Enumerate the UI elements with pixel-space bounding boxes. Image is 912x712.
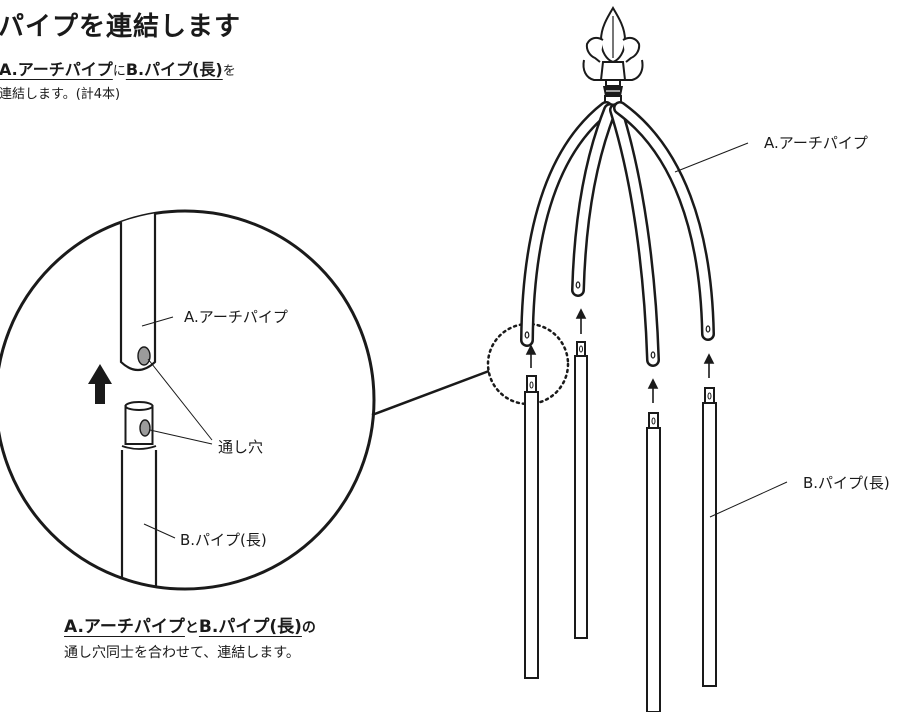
up-arrow-icon xyxy=(88,364,112,404)
detail-magnifier: A.アーチパイプ 通し穴 B.パイプ(長) xyxy=(0,209,376,591)
caption-particle-to: と xyxy=(184,620,199,636)
arch-pipe-holes xyxy=(524,281,711,359)
long-pipe-4 xyxy=(702,387,717,687)
detail-label-arch-pipe: A.アーチパイプ xyxy=(184,308,288,326)
long-pipe-3 xyxy=(646,412,661,712)
main-label-arch-pipe: A.アーチパイプ xyxy=(764,134,868,152)
detail-leader-arch-pipe xyxy=(141,316,174,327)
detail-leader-hole-b xyxy=(149,429,213,445)
arch-pipes xyxy=(520,101,715,367)
detail-arch-pipe xyxy=(119,211,157,372)
detail-caption: A.アーチパイプとB.パイプ(長)の 通し穴同士を合わせて、連結します。 xyxy=(64,614,316,665)
long-pipes xyxy=(524,341,717,712)
intro-line-1: A.アーチパイプにB.パイプ(長)を xyxy=(0,58,236,84)
intro-term-arch-pipe: A.アーチパイプ xyxy=(0,60,113,79)
caption-particle-no: の xyxy=(301,620,316,636)
long-pipe-2 xyxy=(574,341,588,639)
caption-line-1: A.アーチパイプとB.パイプ(長)の xyxy=(64,614,316,641)
detail-hole-a xyxy=(137,346,151,366)
zoom-connector-line xyxy=(371,369,490,417)
small-up-arrow-icon xyxy=(647,378,659,403)
caption-term-arch-pipe: A.アーチパイプ xyxy=(64,617,185,637)
intro-particle-ni: に xyxy=(112,64,126,79)
top-finial xyxy=(582,6,644,107)
caption-line-2: 通し穴同士を合わせて、連結します。 xyxy=(64,645,300,661)
detail-hole-b xyxy=(139,419,151,437)
intro-term-pipe-long: B.パイプ(長) xyxy=(125,60,223,79)
intro-instruction: A.アーチパイプにB.パイプ(長)を 連結します。(計4本) xyxy=(0,58,236,106)
main-leader-arch-pipe xyxy=(674,142,749,173)
insert-arrows xyxy=(525,308,715,403)
detail-leader-long-pipe xyxy=(143,523,176,539)
small-up-arrow-icon xyxy=(575,308,587,334)
page-title: パイプを連結します xyxy=(0,12,242,42)
small-up-arrow-icon xyxy=(703,353,715,378)
detail-leader-hole-a xyxy=(147,358,213,441)
caption-term-pipe-long: B.パイプ(長) xyxy=(198,617,302,637)
detail-long-pipe xyxy=(120,401,158,589)
main-leader-long-pipe xyxy=(709,481,788,518)
detail-label-long-pipe: B.パイプ(長) xyxy=(180,531,267,549)
main-label-long-pipe: B.パイプ(長) xyxy=(803,474,890,492)
detail-circle xyxy=(0,209,376,591)
small-up-arrow-icon xyxy=(525,344,537,368)
detail-label-through-hole: 通し穴 xyxy=(218,438,263,456)
intro-particle-wo: を xyxy=(222,64,236,79)
long-pipe-1 xyxy=(524,375,539,679)
intro-line-2: 連結します。(計4本) xyxy=(0,87,121,102)
